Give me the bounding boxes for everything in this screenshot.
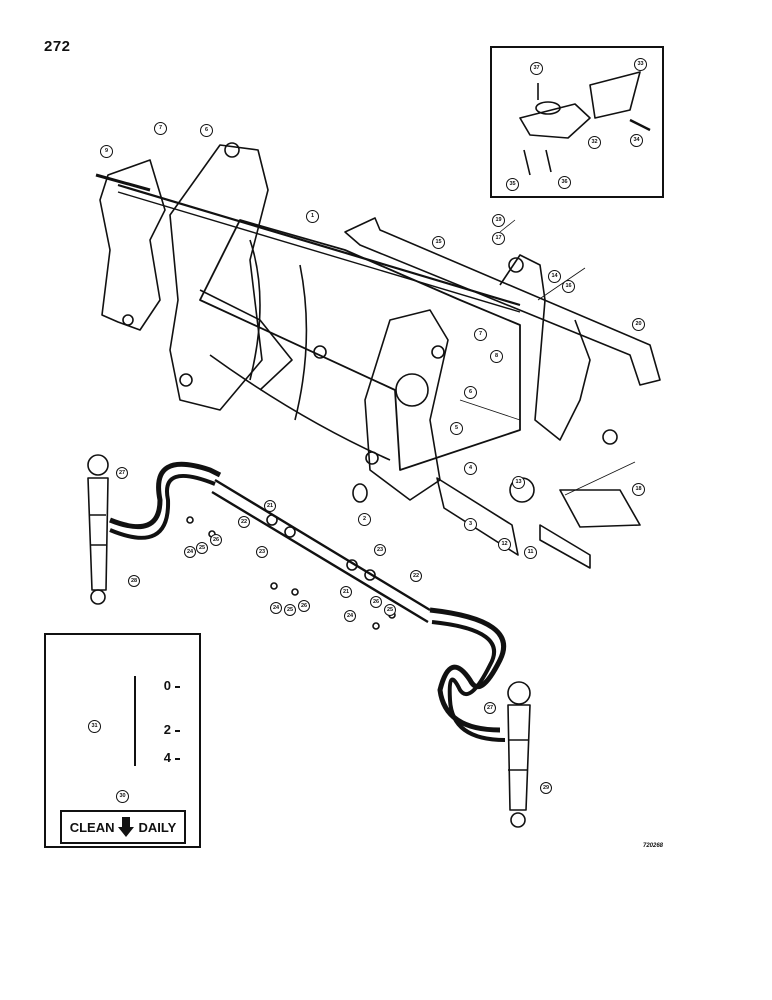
hydraulic-hose-left xyxy=(109,461,222,530)
callout: 22 xyxy=(410,570,422,582)
callout: 20 xyxy=(632,318,645,331)
page-number: 272 xyxy=(44,38,71,55)
callout: 19 xyxy=(492,214,505,227)
scale-mark-4: 4 xyxy=(164,750,180,765)
hydraulic-hose-right xyxy=(429,607,507,733)
callout: 18 xyxy=(632,483,645,496)
callout: 8 xyxy=(490,350,503,363)
callout: 21 xyxy=(340,586,352,598)
sign-left-text: CLEAN xyxy=(69,819,115,835)
callout: 25 xyxy=(196,542,208,554)
bucket-body xyxy=(199,219,521,471)
callout: 26 xyxy=(370,596,382,608)
callout: 13 xyxy=(512,476,525,489)
callout: 35 xyxy=(506,178,519,191)
callout: 3 xyxy=(464,518,477,531)
legend-box xyxy=(44,633,201,848)
callout: 7 xyxy=(154,122,167,135)
callout: 6 xyxy=(200,124,213,137)
callout: 28 xyxy=(128,575,140,587)
callout: 26 xyxy=(298,600,310,612)
callout: 23 xyxy=(256,546,268,558)
callout: 26 xyxy=(210,534,222,546)
clean-daily-sign: CLEAN DAILY xyxy=(60,810,186,844)
callout: 9 xyxy=(100,145,113,158)
callout: 25 xyxy=(384,604,396,616)
callout: 2 xyxy=(358,513,371,526)
callout: 33 xyxy=(634,58,647,71)
cross-tube xyxy=(117,183,521,307)
right-cylinder xyxy=(507,704,531,811)
scale-mark-2: 2 xyxy=(164,722,180,737)
callout: 23 xyxy=(374,544,386,556)
top-rail xyxy=(344,217,661,386)
callout: 25 xyxy=(284,604,296,616)
callout: 29 xyxy=(540,782,552,794)
callout: 27 xyxy=(484,702,496,714)
callout: 12 xyxy=(498,538,511,551)
callout: 15 xyxy=(432,236,445,249)
callout: 1 xyxy=(306,210,319,223)
callout: 36 xyxy=(558,176,571,189)
bucket-tooth xyxy=(589,71,641,119)
callout: 14 xyxy=(548,270,561,283)
callout: 24 xyxy=(344,610,356,622)
callout: 16 xyxy=(562,280,575,293)
left-loader-arm xyxy=(99,159,166,331)
callout: 22 xyxy=(238,516,250,528)
edge-segment xyxy=(559,489,641,528)
callout: 7 xyxy=(474,328,487,341)
detail-inset-frame xyxy=(490,46,664,198)
callout: 17 xyxy=(492,232,505,245)
callout: 21 xyxy=(264,500,276,512)
callout: 11 xyxy=(524,546,537,559)
pivot-pin xyxy=(95,173,151,192)
callout: 6 xyxy=(464,386,477,399)
arrow-down-icon xyxy=(118,817,135,837)
left-cylinder xyxy=(87,477,109,591)
callout: 31 xyxy=(88,720,101,733)
hydraulic-tube xyxy=(214,478,431,612)
callout: 37 xyxy=(530,62,543,75)
cutting-edge xyxy=(436,477,519,556)
scale-mark-0: 0 xyxy=(164,678,180,693)
drawing-reference-number: 720268 xyxy=(643,843,664,849)
callout: 34 xyxy=(630,134,643,147)
callout: 32 xyxy=(588,136,601,149)
tooth-plate xyxy=(539,524,591,569)
right-side-frame xyxy=(499,254,591,441)
callout: 27 xyxy=(116,467,128,479)
callout: 24 xyxy=(270,602,282,614)
callout: 30 xyxy=(116,790,129,803)
callout: 24 xyxy=(184,546,196,558)
callout: 4 xyxy=(464,462,477,475)
center-mount-plate xyxy=(169,144,269,411)
level-scale: 0 2 4 xyxy=(134,676,182,766)
sign-right-text: DAILY xyxy=(138,819,177,835)
callout: 5 xyxy=(450,422,463,435)
